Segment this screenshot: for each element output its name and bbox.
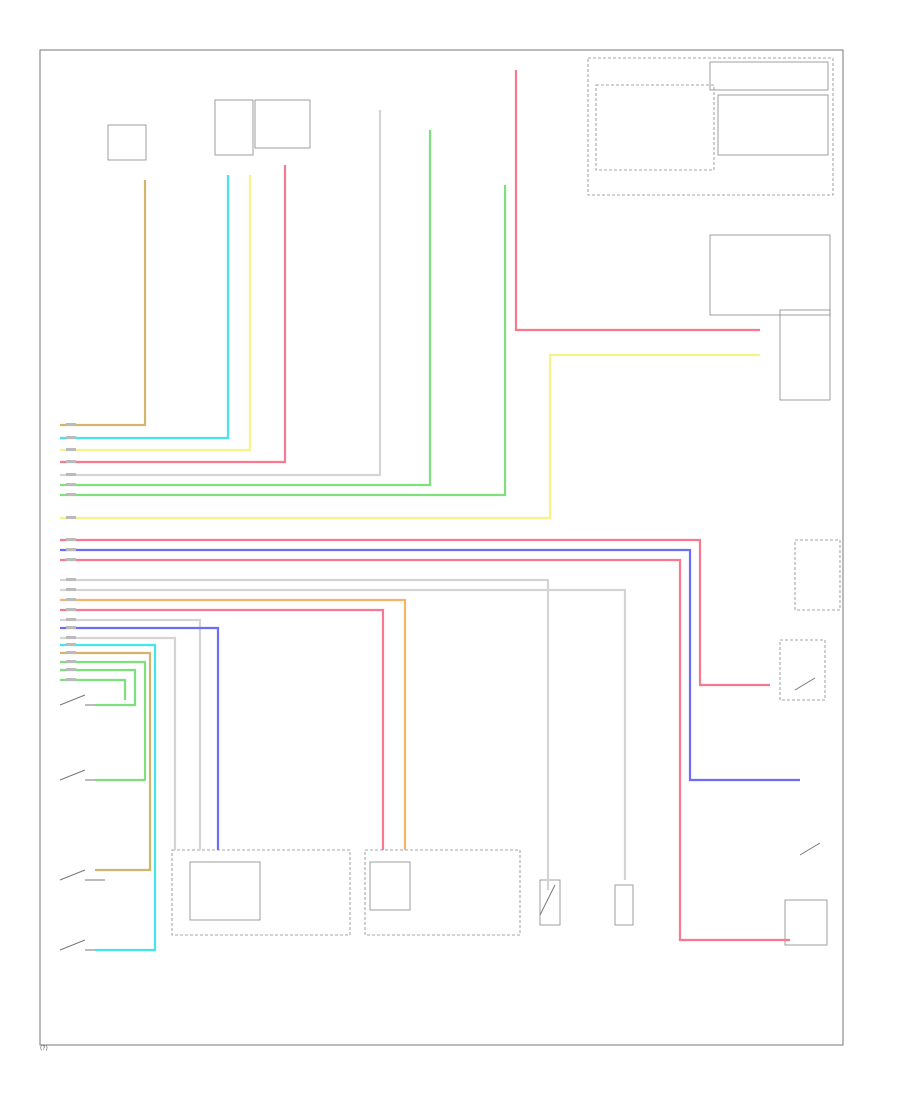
wire-11 xyxy=(60,548,800,782)
connector-pin-10 xyxy=(66,548,76,551)
wire-2 xyxy=(60,175,230,440)
wire-21 xyxy=(60,651,152,872)
connector-pin-11 xyxy=(66,558,76,561)
connector-pin-3 xyxy=(66,448,76,451)
wire-20 xyxy=(60,643,157,952)
wire-24 xyxy=(60,678,127,700)
connector-pin-12 xyxy=(66,578,76,581)
wire-6 xyxy=(60,130,432,487)
connector-pin-23 xyxy=(66,678,76,681)
connector-pin-7 xyxy=(66,493,76,496)
wire-16 xyxy=(60,608,385,850)
wire-15 xyxy=(60,598,407,850)
connector-pin-15 xyxy=(66,608,76,611)
wire-23 xyxy=(60,668,137,707)
connector-pin-19 xyxy=(66,643,76,646)
connector-pin-22 xyxy=(66,668,76,671)
connector-pin-21 xyxy=(66,660,76,663)
outer-frame xyxy=(39,49,844,1046)
connector-pin-4 xyxy=(66,460,76,463)
connector-pin-18 xyxy=(66,636,76,639)
page-number: (?) xyxy=(40,1045,48,1052)
power-distribution-box xyxy=(587,57,834,196)
wire-19 xyxy=(60,636,177,850)
wire-3 xyxy=(60,175,252,452)
wire-10 xyxy=(60,538,770,687)
connector-pin-5 xyxy=(66,473,76,476)
connector-pin-20 xyxy=(66,651,76,654)
switch-symbols xyxy=(59,677,821,951)
wire-7 xyxy=(60,185,507,497)
connector-labels xyxy=(66,423,76,681)
wire-bundle xyxy=(60,70,800,952)
wire-12 xyxy=(60,558,790,942)
wire-13 xyxy=(60,578,550,890)
connector-pin-2 xyxy=(66,436,76,439)
control-module-box xyxy=(709,234,841,611)
connector-pin-9 xyxy=(66,538,76,541)
connector-pin-16 xyxy=(66,618,76,621)
wire-8 xyxy=(514,70,760,332)
connector-pin-1 xyxy=(66,423,76,426)
wire-22 xyxy=(60,660,147,782)
wire-18 xyxy=(60,626,220,850)
wire-1 xyxy=(60,180,147,427)
connector-pin-17 xyxy=(66,626,76,629)
connector-pin-6 xyxy=(66,483,76,486)
connector-pin-14 xyxy=(66,598,76,601)
wire-4 xyxy=(60,165,287,464)
wire-14 xyxy=(60,588,627,880)
wire-17 xyxy=(60,618,202,850)
wire-5 xyxy=(60,110,382,477)
connector-pin-13 xyxy=(66,588,76,591)
wire-9 xyxy=(60,353,760,520)
switch-component-boxes xyxy=(107,99,828,946)
connector-pin-8 xyxy=(66,516,76,519)
